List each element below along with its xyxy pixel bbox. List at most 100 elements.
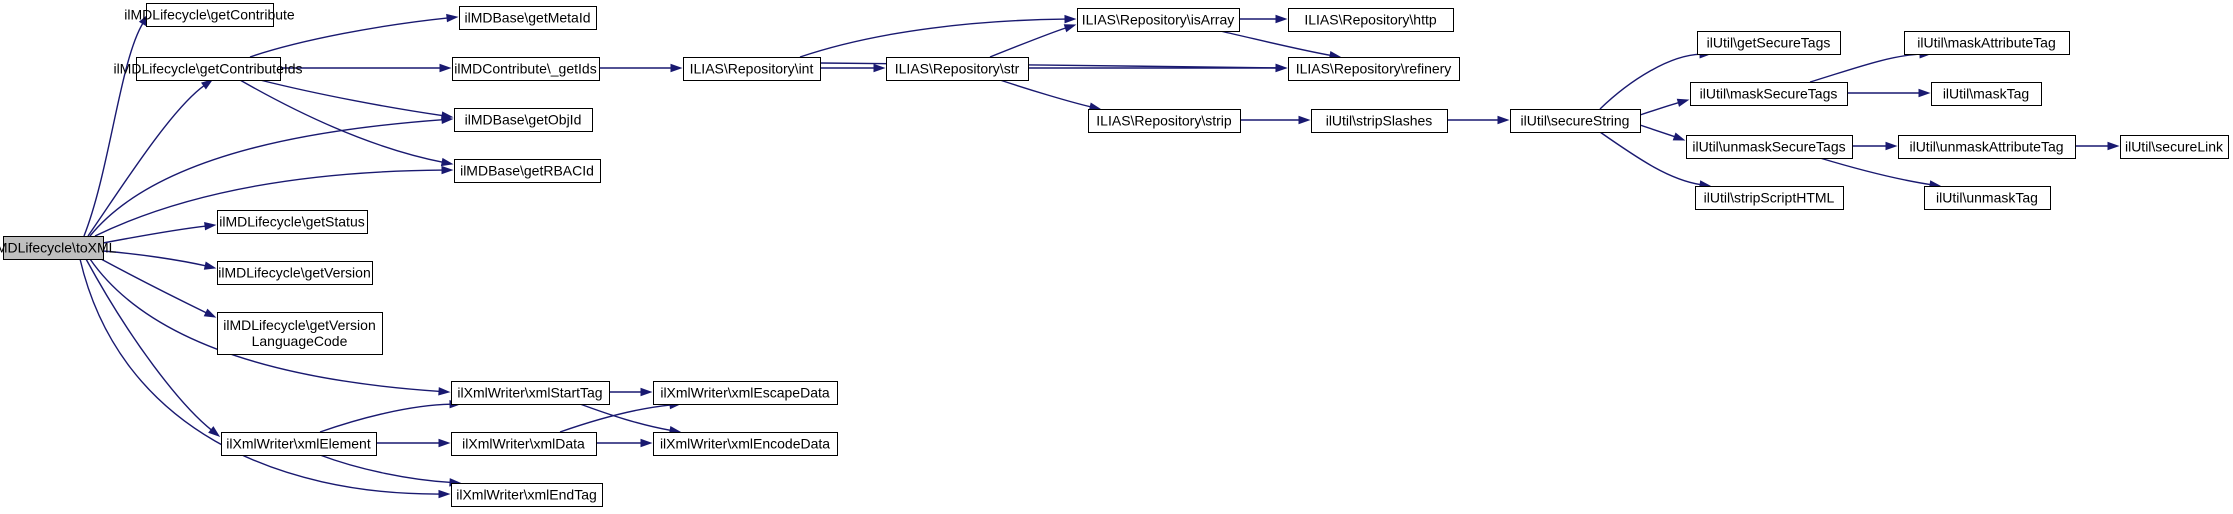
edge-n8-to-n30 <box>609 387 653 397</box>
edge-n0-to-n9 <box>85 258 221 437</box>
edge-line <box>102 225 207 244</box>
node-box <box>653 432 838 456</box>
edge-n0-to-n10 <box>79 258 451 499</box>
node-box <box>1077 8 1240 32</box>
edge-line <box>100 258 208 314</box>
node-label: ilXmlWriter\xmlStartTag <box>457 385 602 401</box>
node-box <box>221 432 377 456</box>
edge-n13-to-n15 <box>799 14 1077 58</box>
node-ilutil-maskattributetag[interactable]: ilUtil\maskAttributeTag <box>1904 31 2070 55</box>
node-ilias-repository-isarray[interactable]: ILIAS\Repository\isArray <box>1077 8 1240 32</box>
edge-n0-to-n2 <box>87 79 214 237</box>
node-ilutil-masktag[interactable]: ilUtil\maskTag <box>1931 82 2042 106</box>
edge-n14-to-n17 <box>999 79 1102 111</box>
node-ilutil-unmasktag[interactable]: ilUtil\unmaskTag <box>1924 186 2051 210</box>
node-label: ilUtil\unmaskSecureTags <box>1692 139 1845 155</box>
edge-line <box>249 17 449 58</box>
node-ilmdlifecycle-getstatus[interactable]: ilMDLifecycle\getStatus <box>217 210 368 234</box>
arrowhead-icon <box>438 387 451 396</box>
node-ilxmlwriter-xmlendtag[interactable]: ilXmlWriter\xmlEndTag <box>451 483 603 507</box>
node-ilxmlwriter-xmldata[interactable]: ilXmlWriter\xmlData <box>451 432 597 456</box>
node-label: ilUtil\getSecureTags <box>1707 35 1831 51</box>
node-ilmdbase-getobjid[interactable]: ilMDBase\getObjId <box>454 108 593 132</box>
edge-n19-to-n20 <box>1447 115 1510 125</box>
node-ilutil-masksecuretags[interactable]: ilUtil\maskSecureTags <box>1690 82 1848 106</box>
arrowhead-icon <box>446 13 459 23</box>
arrowhead-icon <box>441 165 454 175</box>
node-ilxmlwriter-xmlelement[interactable]: ilXmlWriter\xmlElement <box>221 432 377 456</box>
edge-line <box>1819 157 1932 186</box>
edge-n14-to-n16 <box>1028 63 1288 73</box>
node-label: ilUtil\unmaskAttributeTag <box>1909 139 2063 155</box>
node-ilxmlwriter-xmlencodedata[interactable]: ilXmlWriter\xmlEncodeData <box>653 432 838 456</box>
edge-n2-to-n12 <box>280 63 452 73</box>
edge-line <box>83 22 144 237</box>
node-ilutil-unmaskattributetag[interactable]: ilUtil\unmaskAttributeTag <box>1898 135 2076 159</box>
nodes-layer: ilMDLifecycle\toXML ilMDLifecycle\getCont… <box>0 3 2229 507</box>
node-box <box>653 381 838 405</box>
node-ilutil-securestring[interactable]: ilUtil\secureString <box>1510 109 1641 133</box>
node-box <box>886 57 1029 81</box>
node-ilxmlwriter-xmlescapedata[interactable]: ilXmlWriter\xmlEscapeData <box>653 381 838 405</box>
node-box <box>217 312 383 355</box>
arrowhead-icon <box>438 438 451 448</box>
arrowhead-icon <box>441 111 454 120</box>
node-ilmdlifecycle-getcontributeids[interactable]: ilMDLifecycle\getContributeIds <box>113 57 303 81</box>
node-label: ilXmlWriter\xmlEncodeData <box>660 436 830 452</box>
arrowhead-icon <box>1672 132 1686 141</box>
edge-n20-to-n23 <box>1639 124 1686 141</box>
edge-n0-to-n8 <box>89 258 451 396</box>
edge-line <box>579 403 672 432</box>
node-box <box>1904 31 2070 55</box>
node-ilutil-stripscripthtml[interactable]: ilUtil\stripScriptHTML <box>1695 186 1844 210</box>
edge-line <box>102 250 207 267</box>
node-ilmdcontribute-getids[interactable]: ilMDContribute\_getIds <box>452 57 600 81</box>
node-ilutil-stripslashes[interactable]: ilUtil\stripSlashes <box>1311 109 1448 133</box>
node-box <box>451 381 610 405</box>
node-ilutil-unmasksecuretags[interactable]: ilUtil\unmaskSecureTags <box>1686 135 1853 159</box>
edge-line <box>89 118 444 237</box>
node-ilutil-securelink[interactable]: ilUtil\secureLink <box>2120 135 2229 159</box>
node-ilmdlifecycle-getversion[interactable]: ilMDLifecycle\getVersion <box>217 261 373 285</box>
node-label: ilUtil\maskSecureTags <box>1700 86 1838 102</box>
node-ilias-repository-int[interactable]: ILIAS\Repository\int <box>683 57 821 81</box>
node-label: ilUtil\stripSlashes <box>1326 113 1433 129</box>
node-ilias-repository-http[interactable]: ILIAS\Repository\http <box>1288 8 1454 32</box>
node-ilmdlifecycle-toxml[interactable]: ilMDLifecycle\toXML <box>0 236 117 260</box>
node-label: ilXmlWriter\xmlElement <box>226 436 371 452</box>
node-box <box>1686 135 1853 159</box>
node-label: ilUtil\secureString <box>1521 113 1630 129</box>
edge-n27-to-n29 <box>2075 141 2120 151</box>
node-ilmdlifecycle-getcontribute[interactable]: ilMDLifecycle\getContribute <box>124 3 295 27</box>
node-label: ILIAS\Repository\refinery <box>1296 61 1452 77</box>
arrowhead-icon <box>440 157 454 167</box>
arrowhead-icon <box>438 489 451 499</box>
edge-n23-to-n28 <box>1819 157 1942 189</box>
node-box <box>3 236 104 260</box>
node-ilmdbase-getmetaid[interactable]: ilMDBase\getMetaId <box>459 6 597 30</box>
node-label: ilMDLifecycle\getVersion <box>218 265 371 281</box>
edge-line <box>259 79 444 117</box>
edge-n0-to-n5 <box>102 222 217 244</box>
node-ilias-repository-str[interactable]: ILIAS\Repository\str <box>886 57 1029 81</box>
node-ilmdbase-getrbacid[interactable]: ilMDBase\getRBACId <box>454 159 601 183</box>
node-box <box>217 261 373 285</box>
node-ilias-repository-refinery[interactable]: ILIAS\Repository\refinery <box>1288 57 1460 81</box>
node-box <box>1690 82 1848 106</box>
edge-line <box>87 84 206 237</box>
edge-n15-to-n16 <box>1219 30 1342 60</box>
node-ilias-repository-strip[interactable]: ILIAS\Repository\strip <box>1088 109 1241 133</box>
edge-line <box>819 62 1278 69</box>
node-box <box>2120 135 2229 159</box>
edge-line <box>999 79 1092 108</box>
edge-line <box>799 18 1067 58</box>
node-label: ilMDContribute\_getIds <box>454 61 596 77</box>
edge-line <box>85 258 213 431</box>
edge-n2-to-n11 <box>249 13 459 58</box>
node-label: ilMDBase\getRBACId <box>460 163 594 179</box>
edge-line <box>79 258 441 495</box>
node-ilxmlwriter-xmlstarttag[interactable]: ilXmlWriter\xmlStartTag <box>451 381 610 405</box>
edge-line <box>239 79 444 163</box>
node-ilutil-getsecuretags[interactable]: ilUtil\getSecureTags <box>1697 31 1841 55</box>
